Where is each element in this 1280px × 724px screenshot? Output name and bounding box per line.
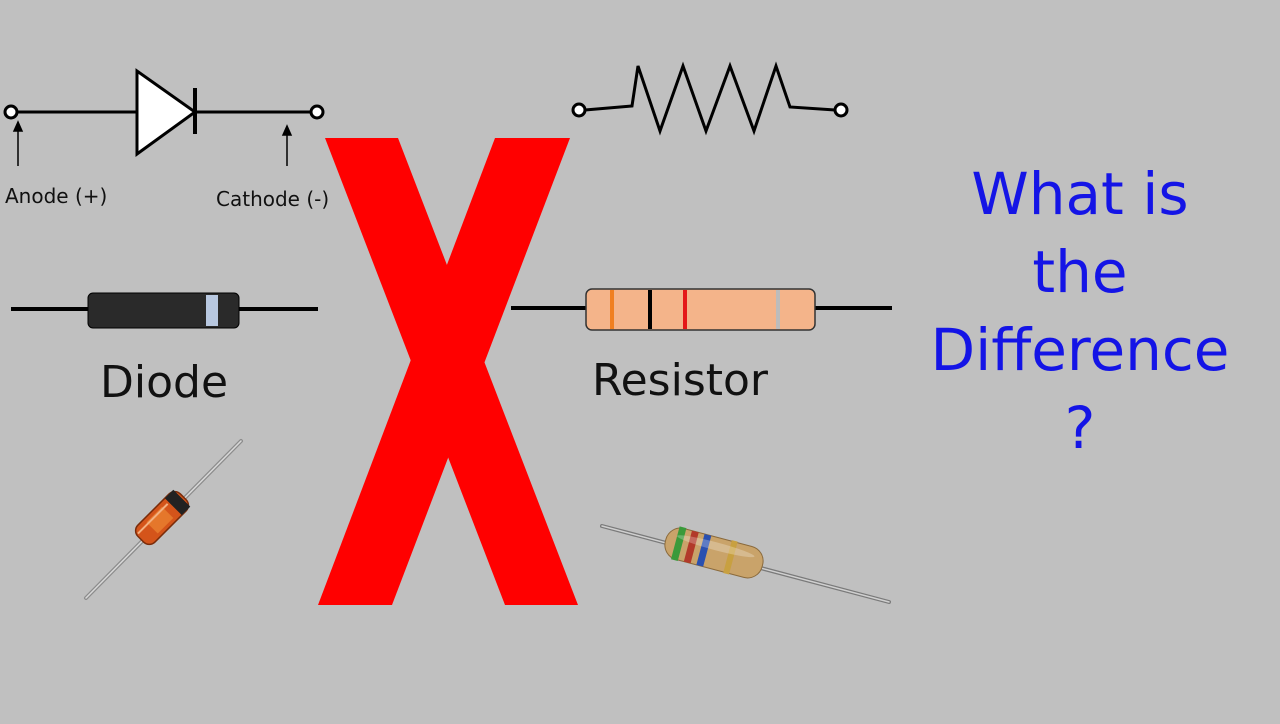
diode-photo xyxy=(84,439,243,600)
cathode-label: Cathode (-) xyxy=(216,187,330,211)
resistor-photo xyxy=(600,524,891,604)
resistor-band xyxy=(776,290,780,329)
anode-label: Anode (+) xyxy=(5,184,108,208)
resistor-band xyxy=(610,290,614,329)
resistor-right-terminal xyxy=(833,102,849,118)
diode-anode-terminal xyxy=(3,104,19,120)
resistor-left-terminal xyxy=(571,102,587,118)
question-line: Difference xyxy=(930,316,1230,384)
cross-x xyxy=(318,138,578,605)
diode-body xyxy=(87,292,240,329)
question-line: What is xyxy=(971,160,1189,228)
resistor-title: Resistor xyxy=(592,355,768,406)
question-text: What is the Difference ? xyxy=(905,155,1255,467)
diode-cathode-terminal xyxy=(309,104,325,120)
diode-arrows xyxy=(12,120,293,166)
diode-cathode-band xyxy=(206,295,218,326)
resistor-band xyxy=(683,290,687,329)
diode-title: Diode xyxy=(100,357,229,408)
diode-drawing xyxy=(11,292,318,329)
resistor-drawing xyxy=(511,288,892,331)
resistor-symbol xyxy=(571,61,849,136)
diode-triangle xyxy=(135,68,198,157)
diode-symbol xyxy=(3,68,325,157)
question-line: the xyxy=(1032,238,1128,306)
resistor-body xyxy=(585,288,816,331)
question-line: ? xyxy=(1064,394,1096,462)
resistor-band xyxy=(648,290,652,329)
